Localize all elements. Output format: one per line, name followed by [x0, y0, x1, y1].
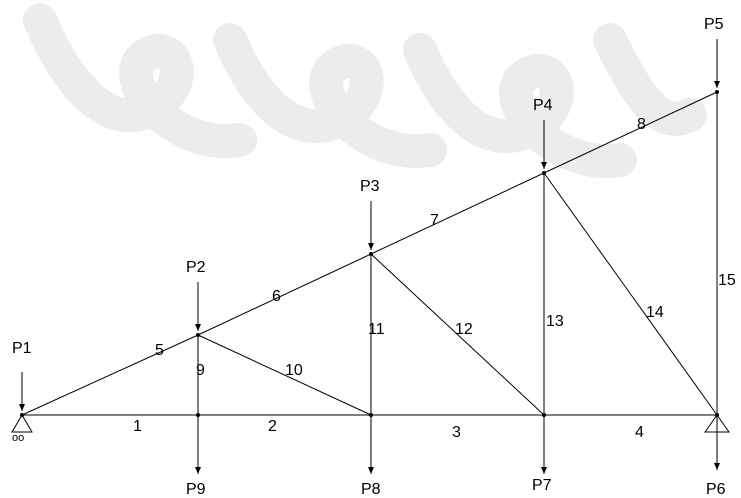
arrow-head-icon: [541, 467, 547, 474]
member-label-7: 7: [430, 212, 439, 229]
arrow-head-icon: [195, 467, 201, 474]
arrow-head-icon: [714, 463, 720, 470]
members-group: [21, 91, 718, 416]
member-label-8: 8: [637, 116, 646, 133]
node-dot: [196, 413, 200, 417]
roller-symbol: oo: [12, 432, 24, 444]
member-7: [370, 172, 545, 255]
member-label-12: 12: [455, 321, 473, 338]
node-dot: [369, 252, 373, 256]
arrow-head-icon: [368, 243, 374, 250]
arrow-head-icon: [541, 162, 547, 169]
member-8: [543, 91, 718, 174]
member-label-5: 5: [155, 342, 164, 359]
node-dot: [715, 413, 719, 417]
roller-support: oo: [11, 414, 33, 444]
node-dot: [369, 413, 373, 417]
watermark: [23, 3, 707, 179]
load-label-p6: P6: [706, 481, 726, 498]
load-label-p3: P3: [360, 178, 380, 195]
node-dot: [542, 413, 546, 417]
load-label-p9: P9: [186, 481, 206, 498]
member-label-1: 1: [133, 418, 142, 435]
member-label-13: 13: [546, 313, 564, 330]
member-label-6: 6: [272, 288, 281, 305]
member-5: [21, 334, 199, 416]
nodes-group: [20, 90, 719, 417]
load-label-p2: P2: [186, 259, 206, 276]
node-dot: [196, 333, 200, 337]
load-label-p5: P5: [704, 16, 724, 33]
member-label-9: 9: [196, 362, 205, 379]
member-label-2: 2: [268, 418, 277, 435]
member-6: [197, 253, 372, 336]
node-dot: [20, 413, 24, 417]
arrow-head-icon: [19, 404, 25, 411]
load-label-p4: P4: [533, 97, 553, 114]
arrow-head-icon: [368, 467, 374, 474]
arrow-head-icon: [714, 81, 720, 88]
member-14: [543, 172, 718, 416]
member-12: [370, 253, 545, 416]
node-dot: [715, 90, 719, 94]
arrow-head-icon: [195, 324, 201, 331]
load-label-p8: P8: [361, 481, 381, 498]
member-label-10: 10: [285, 362, 303, 379]
load-label-p7: P7: [532, 477, 552, 494]
load-label-p1: P1: [12, 340, 32, 357]
member-label-14: 14: [646, 304, 664, 321]
member-label-4: 4: [635, 424, 644, 441]
member-label-11: 11: [368, 321, 385, 338]
node-dot: [542, 171, 546, 175]
member-label-15: 15: [718, 272, 736, 289]
member-label-3: 3: [452, 424, 461, 441]
member-10: [197, 334, 372, 416]
